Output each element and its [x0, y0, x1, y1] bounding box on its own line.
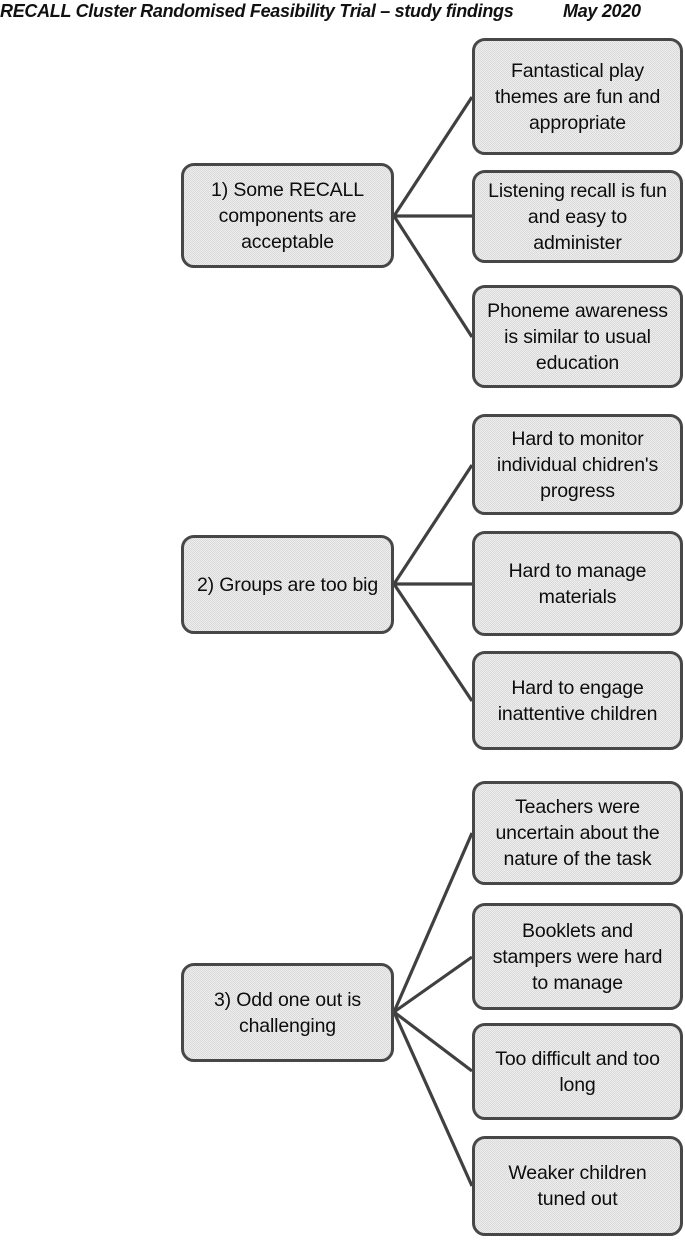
subtheme-2-3[interactable]: Hard to engage inattentive children: [472, 651, 683, 750]
subtheme-1-2-label: Listening recall is fun and easy to admi…: [488, 179, 667, 254]
subtheme-3-3[interactable]: Too difficult and too long: [472, 1023, 683, 1120]
subtheme-2-1-label: Hard to monitor individual chidren's pro…: [496, 427, 659, 502]
subtheme-2-1[interactable]: Hard to monitor individual chidren's pro…: [472, 414, 683, 515]
subtheme-1-1[interactable]: Fantastical play themes are fun and appr…: [472, 38, 683, 155]
header-date: May 2020: [563, 1, 641, 21]
connector-theme-3-to-subtheme-3-4: [392, 1011, 474, 1187]
subtheme-2-2-label: Hard to manage materials: [508, 559, 647, 608]
subtheme-3-1[interactable]: Teachers were uncertain about the nature…: [472, 781, 683, 885]
theme-2-label: 2) Groups are too big: [196, 573, 379, 596]
subtheme-1-1-label: Fantastical play themes are fun and appr…: [494, 59, 661, 134]
subtheme-3-2[interactable]: Booklets and stampers were hard to manag…: [472, 903, 683, 1010]
subtheme-3-3-label: Too difficult and too long: [495, 1047, 660, 1096]
theme-1[interactable]: 1) Some RECALL components are acceptable: [181, 163, 394, 268]
theme-2[interactable]: 2) Groups are too big: [181, 535, 394, 634]
subtheme-3-4[interactable]: Weaker children tuned out: [472, 1136, 683, 1236]
page-header: RECALL Cluster Randomised Feasibility Tr…: [0, 0, 685, 26]
connector-theme-1-to-subtheme-1-1: [392, 96, 474, 217]
connector-theme-3-to-subtheme-3-2: [393, 955, 473, 1014]
connector-theme-2-to-subtheme-2-1: [392, 464, 474, 585]
subtheme-3-1-label: Teachers were uncertain about the nature…: [495, 796, 660, 870]
subtheme-2-3-label: Hard to engage inattentive children: [497, 676, 658, 725]
connector-theme-3-to-subtheme-3-3: [393, 1010, 473, 1073]
subtheme-3-2-label: Booklets and stampers were hard to manag…: [492, 919, 663, 994]
subtheme-1-3[interactable]: Phoneme awareness is similar to usual ed…: [472, 285, 683, 388]
connector-theme-1-to-subtheme-1-3: [392, 215, 474, 338]
connector-theme-2-to-subtheme-2-3: [392, 583, 474, 702]
connector-theme-3-to-subtheme-3-1: [392, 832, 474, 1013]
subtheme-2-2[interactable]: Hard to manage materials: [472, 531, 683, 636]
subtheme-1-3-label: Phoneme awareness is similar to usual ed…: [487, 299, 668, 374]
theme-1-label: 1) Some RECALL components are acceptable: [211, 178, 364, 253]
header-title: RECALL Cluster Randomised Feasibility Tr…: [0, 1, 514, 21]
subtheme-3-4-label: Weaker children tuned out: [508, 1162, 647, 1210]
subtheme-1-2[interactable]: Listening recall is fun and easy to admi…: [472, 170, 683, 263]
theme-3[interactable]: 3) Odd one out is challenging: [181, 963, 394, 1062]
theme-3-label: 3) Odd one out is challenging: [213, 988, 362, 1037]
